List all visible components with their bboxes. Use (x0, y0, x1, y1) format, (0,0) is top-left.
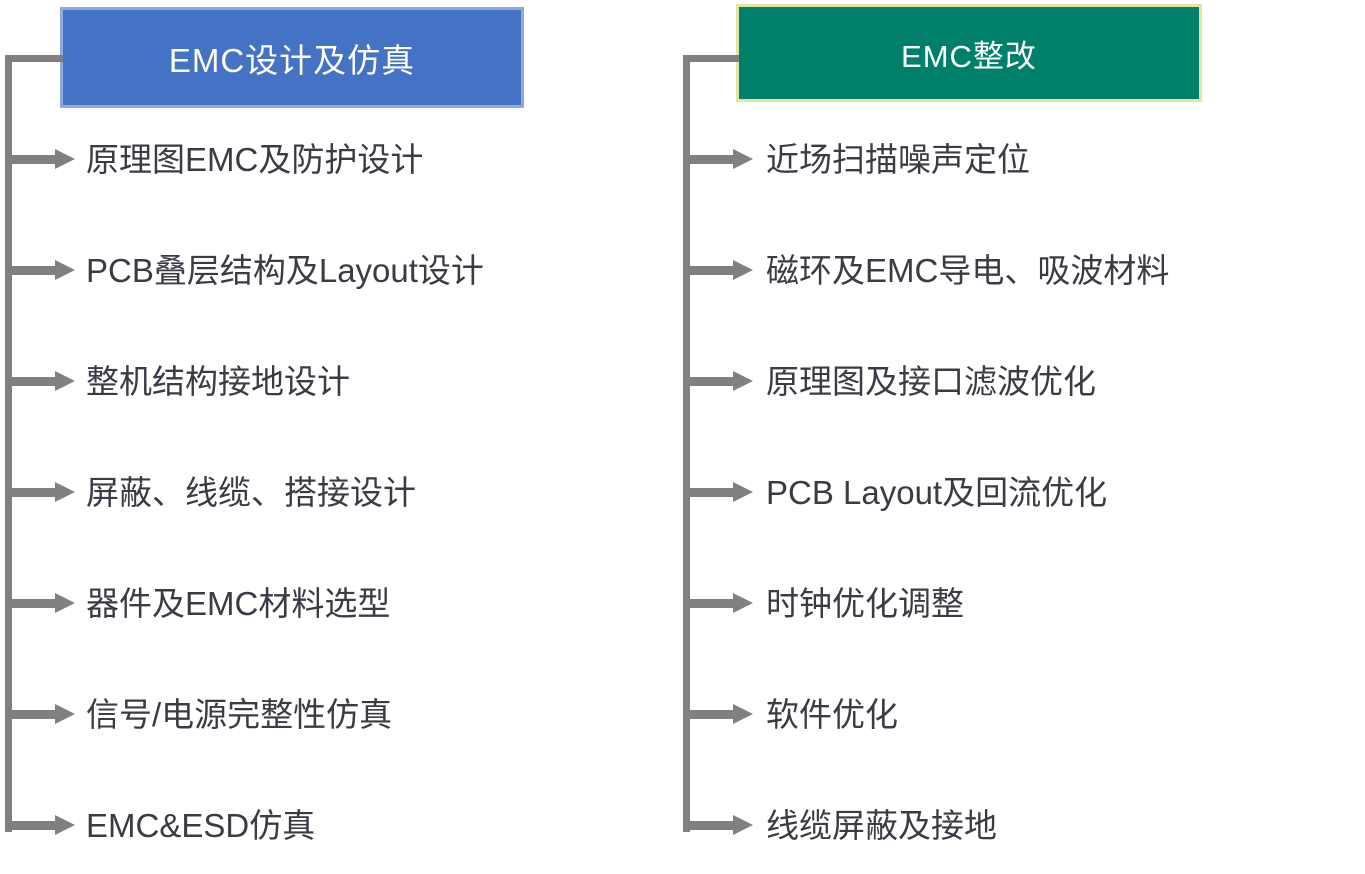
arrow-icon (683, 370, 753, 391)
arrow-icon (5, 481, 75, 502)
list-item-label: 原理图及接口滤波优化 (766, 362, 1096, 400)
list-item-label: 近场扫描噪声定位 (766, 140, 1030, 178)
list-item[interactable]: 软件优化 (683, 686, 898, 742)
list-item-label: 磁环及EMC导电、吸波材料 (766, 251, 1170, 289)
list-item[interactable]: PCB Layout及回流优化 (683, 464, 1107, 520)
list-item-label: 时钟优化调整 (766, 584, 964, 622)
list-item[interactable]: 原理图及接口滤波优化 (683, 353, 1096, 409)
header-title-emc-rectification: EMC整改 (901, 38, 1037, 74)
connector-trunk-left (5, 55, 12, 832)
arrow-icon (683, 814, 753, 835)
list-item-label: 屏蔽、线缆、搭接设计 (86, 473, 416, 511)
arrow-icon (683, 592, 753, 613)
list-item-label: EMC&ESD仿真 (86, 806, 316, 844)
list-item-label: 原理图EMC及防护设计 (86, 140, 424, 178)
list-item-label: 软件优化 (766, 695, 898, 733)
list-item[interactable]: 磁环及EMC导电、吸波材料 (683, 242, 1169, 298)
arrow-icon (683, 148, 753, 169)
arrow-icon (5, 259, 75, 280)
list-item[interactable]: 器件及EMC材料选型 (5, 575, 390, 631)
list-item-label: 线缆屏蔽及接地 (766, 806, 997, 844)
arrow-icon (5, 703, 75, 724)
arrow-icon (683, 259, 753, 280)
list-item[interactable]: 近场扫描噪声定位 (683, 131, 1030, 187)
arrow-icon (5, 592, 75, 613)
connector-top-cap-right (683, 55, 739, 62)
connector-top-cap-left (5, 55, 63, 62)
arrow-icon (683, 703, 753, 724)
header-box-emc-rectification[interactable]: EMC整改 (736, 4, 1202, 102)
list-item[interactable]: 整机结构接地设计 (5, 353, 350, 409)
list-item[interactable]: 原理图EMC及防护设计 (5, 131, 423, 187)
arrow-icon (5, 148, 75, 169)
header-box-emc-design-simulation[interactable]: EMC设计及仿真 (60, 7, 524, 108)
list-item-label: 器件及EMC材料选型 (86, 584, 391, 622)
arrow-icon (683, 481, 753, 502)
connector-trunk-right (683, 55, 690, 832)
arrow-icon (5, 814, 75, 835)
list-item[interactable]: 信号/电源完整性仿真 (5, 686, 392, 742)
list-item[interactable]: 时钟优化调整 (683, 575, 964, 631)
list-item-label: PCB叠层结构及Layout设计 (86, 251, 484, 289)
list-item-label: PCB Layout及回流优化 (766, 473, 1108, 511)
arrow-icon (5, 370, 75, 391)
list-item[interactable]: PCB叠层结构及Layout设计 (5, 242, 484, 298)
list-item-label: 信号/电源完整性仿真 (86, 695, 393, 733)
list-item[interactable]: EMC&ESD仿真 (5, 797, 315, 853)
list-item[interactable]: 线缆屏蔽及接地 (683, 797, 997, 853)
list-item-label: 整机结构接地设计 (86, 362, 350, 400)
header-title-emc-design-simulation: EMC设计及仿真 (168, 41, 416, 79)
list-item[interactable]: 屏蔽、线缆、搭接设计 (5, 464, 416, 520)
